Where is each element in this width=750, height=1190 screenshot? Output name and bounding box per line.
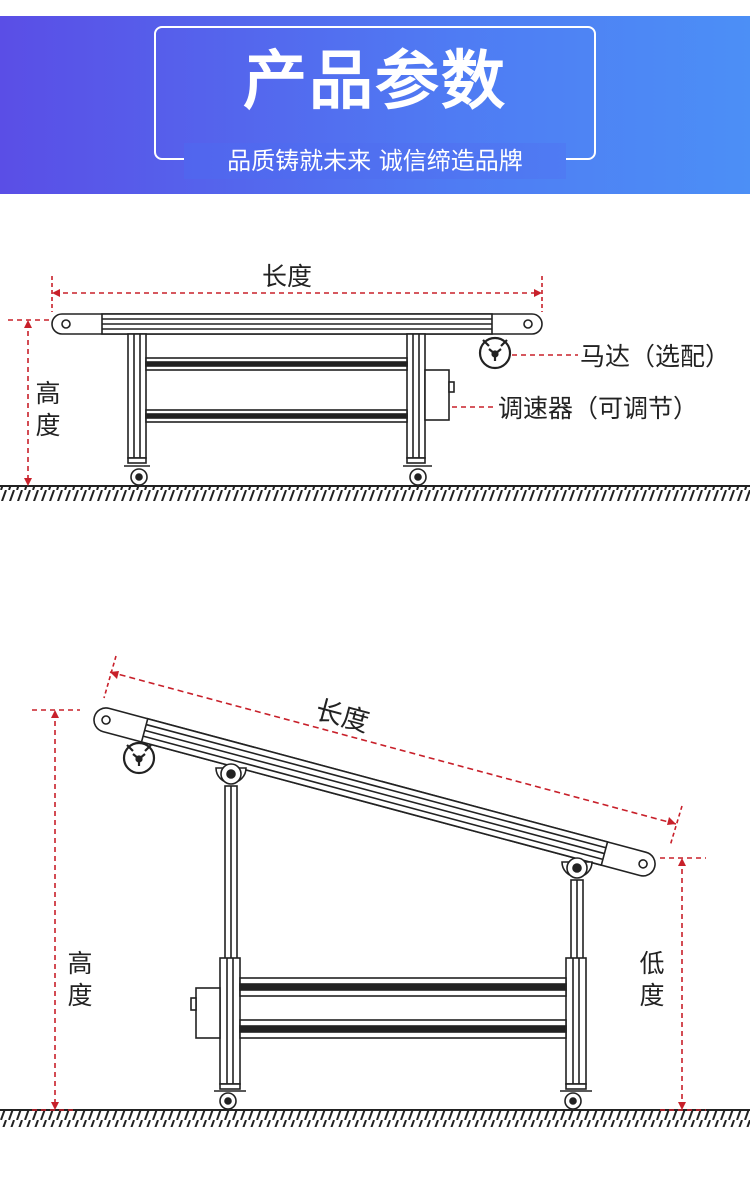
incline-length-label: 长度 xyxy=(312,695,372,739)
speed-controller-label: 调速器（可调节） xyxy=(498,394,698,423)
inclined-conveyor-diagram: 长度 高 度 低 度 xyxy=(0,655,750,1127)
low-height-label-2: 度 xyxy=(639,981,664,1010)
inclined-belt xyxy=(93,707,656,877)
page-title: 产品参数 xyxy=(243,44,507,119)
incline-length-dimension xyxy=(103,655,683,847)
caster-wheels xyxy=(124,457,432,486)
speed-controller-box xyxy=(424,369,455,421)
low-height-label-1: 低 xyxy=(639,949,664,978)
motor-icon xyxy=(478,336,512,370)
incline-support-legs xyxy=(219,785,587,1085)
belt-frame xyxy=(51,313,543,335)
support-legs xyxy=(127,333,426,459)
incline-motor-icon xyxy=(122,741,156,775)
ground-hatch xyxy=(0,1111,750,1127)
height-label-1: 高 xyxy=(35,379,60,408)
incline-speed-controller xyxy=(190,987,221,1039)
page-subtitle: 品质铸就未来 诚信缔造品牌 xyxy=(184,143,566,179)
incline-caster-wheels xyxy=(214,1083,592,1110)
incline-height-label-2: 度 xyxy=(67,981,92,1010)
incline-height-dimension xyxy=(32,709,80,1111)
length-dimension xyxy=(51,276,543,312)
height-dimension xyxy=(8,319,58,486)
length-label: 长度 xyxy=(262,262,312,291)
horizontal-conveyor-diagram: 长度 高 度 xyxy=(0,262,750,501)
incline-cross-beams xyxy=(239,977,567,1039)
pivot-joints xyxy=(215,763,593,879)
ground-hatch xyxy=(0,487,750,501)
low-height-dimension xyxy=(660,857,706,1111)
incline-height-label-1: 高 xyxy=(67,949,92,978)
height-label-2: 度 xyxy=(35,411,60,440)
motor-label: 马达（选配） xyxy=(580,342,730,371)
cross-beams xyxy=(145,357,408,423)
